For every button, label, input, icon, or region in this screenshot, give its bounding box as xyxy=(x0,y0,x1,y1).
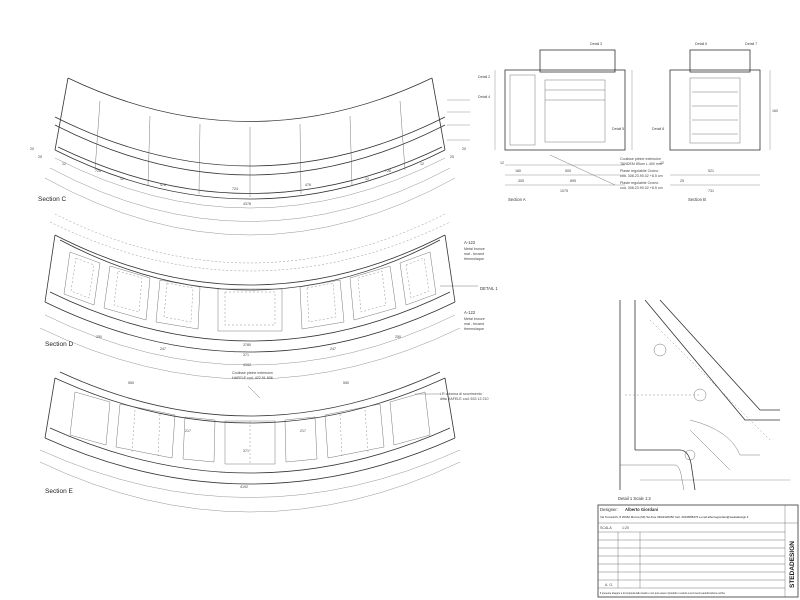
section-d-drawing: 250 247 371 247 250 3780 4192 A-122 Meta… xyxy=(39,213,498,380)
section-a-dim-3: 180 xyxy=(515,169,521,173)
company-logo: STEDADESIGN xyxy=(789,541,796,588)
section-e-note2-line1: LR colonna di scorrimento xyxy=(440,392,482,396)
section-c-dim-9: 726 xyxy=(385,169,391,173)
section-d-detail-ref: DETAIL 1 xyxy=(480,286,498,291)
detail-1-label: Detail 1 Scale 1:2 xyxy=(618,496,651,501)
section-b-dim-2: 25 xyxy=(680,179,684,183)
section-a-note-2: Plaste regolabile Cromo xyxy=(620,169,658,173)
section-c-dim-6: 724 xyxy=(232,187,238,191)
section-a-dim-4: 500 xyxy=(565,169,571,173)
section-a-dim-0: 1075 xyxy=(560,189,568,193)
section-d-callout-6: mat - brused xyxy=(464,322,484,326)
section-a-note-1: TANDEM 85um L.400 mm xyxy=(620,162,662,166)
designer-label: Designer: xyxy=(600,507,618,512)
section-c-dim-1: 25 xyxy=(38,155,42,159)
scale-row-value: 1:20 xyxy=(622,526,629,530)
section-b-label: Section B xyxy=(688,197,706,202)
section-b-dim-3: 160 xyxy=(772,109,778,113)
section-a-note-0: Coulisse pleine extension xyxy=(620,157,661,161)
section-e-dim-0: 550 xyxy=(128,381,134,385)
section-c-dim-4: 12 xyxy=(120,177,124,181)
section-c-dim-13: 4378 xyxy=(243,202,251,206)
section-c-drawing: 20 25 12 726 12 476 724 476 12 726 12 25… xyxy=(30,77,470,236)
section-a-note-3: cod. 308.23.90.02 +8.5 cm xyxy=(620,174,663,178)
signature: A. G. xyxy=(605,583,613,587)
section-a-drawing: Detail 3 Detail 2 Detail 4 Detail 5 1075… xyxy=(478,42,663,202)
section-a-detail-3: Detail 3 xyxy=(590,42,602,46)
scale-row-label: SCALA xyxy=(600,526,612,530)
section-d-dim-3: 247 xyxy=(330,347,336,351)
section-d-callout-4: A-122 xyxy=(464,310,476,315)
section-d-callout-7: thermolaque xyxy=(464,327,484,331)
designer-address: Via Tomanichi, 8 20052 Monza (MI) Tel./F… xyxy=(600,515,749,519)
section-c-dim-10: 12 xyxy=(420,162,424,166)
section-b-detail-8: Detail 8 xyxy=(652,127,664,131)
section-c-dim-0: 20 xyxy=(30,147,34,151)
section-c-label: Section C xyxy=(38,196,66,203)
section-d-callout-3: thermolaque xyxy=(464,257,484,261)
section-c-dim-8: 12 xyxy=(365,177,369,181)
section-e-note2-line2: ditta HAFELE cod. 633 13 210 xyxy=(440,397,489,401)
section-c-dim-12: 20 xyxy=(462,147,466,151)
section-b-dim-4: 12 xyxy=(660,161,664,165)
section-b-dim-0: 731 xyxy=(708,189,714,193)
legal-footer: Il presente disegno è di proprietà dello… xyxy=(600,592,725,595)
section-a-note-5: cod. 308.23.90.02 +8.5 cm xyxy=(620,186,663,190)
section-a-detail-4: Detail 4 xyxy=(478,95,490,99)
section-e-label: Section E xyxy=(45,488,73,495)
section-e-dim-5: 4192 xyxy=(240,485,248,489)
section-d-callout-2: mat - brused xyxy=(464,252,484,256)
section-e-note1-line1: Coulisse pleine extension xyxy=(232,371,273,375)
section-a-dim-1: 305 xyxy=(518,179,524,183)
section-d-callout-5: Metal bronze xyxy=(464,317,485,321)
section-e-note1-line2: HAFELE cod. 422 91 506 xyxy=(232,376,273,380)
section-c-dim-11: 25 xyxy=(450,155,454,159)
section-e-dim-4: 550 xyxy=(343,381,349,385)
section-c-dim-3: 726 xyxy=(95,169,101,173)
section-e-dim-3: 217 xyxy=(300,429,306,433)
section-b-detail-7: Detail 7 xyxy=(745,42,757,46)
section-a-label: Section A xyxy=(508,197,526,202)
section-e-drawing: 550 217 371 217 550 4192 Coulisse pleine… xyxy=(39,371,489,513)
section-c-dim-5: 476 xyxy=(160,183,166,187)
section-e-dim-2: 371 xyxy=(243,449,249,453)
section-c-dim-7: 476 xyxy=(305,183,311,187)
section-e-dim-1: 217 xyxy=(185,429,191,433)
section-d-callout-0: A-122 xyxy=(464,240,476,245)
title-block: Designer: Alberto Giordani Via Tomanichi… xyxy=(597,504,799,598)
section-c-dim-2: 12 xyxy=(62,162,66,166)
section-d-label: Section D xyxy=(45,341,73,348)
section-b-dim-1: 521 xyxy=(708,169,714,173)
section-b-detail-6: Detail 6 xyxy=(695,42,707,46)
detail-1-drawing: Detail 1 Scale 1:2 xyxy=(618,299,790,501)
section-d-callout-1: Metal bronze xyxy=(464,247,485,251)
section-a-detail-5: Detail 5 xyxy=(612,127,624,131)
section-a-detail-2: Detail 2 xyxy=(478,75,490,79)
section-d-dim-0: 250 xyxy=(96,335,102,339)
section-d-dim-6: 4192 xyxy=(243,363,251,367)
section-d-dim-5: 3780 xyxy=(243,343,251,347)
section-d-dim-2: 371 xyxy=(243,353,249,357)
section-a-note-4: Plaste regolabile Cromo xyxy=(620,181,658,185)
section-a-dim-5: 12 xyxy=(500,161,504,165)
section-d-dim-4: 250 xyxy=(395,335,401,339)
section-b-drawing: Detail 6 Detail 7 Detail 8 731 521 25 16… xyxy=(652,42,778,202)
designer-name: Alberto Giordani xyxy=(625,507,658,512)
section-a-dim-2: 895 xyxy=(570,179,576,183)
section-d-dim-1: 247 xyxy=(160,347,166,351)
